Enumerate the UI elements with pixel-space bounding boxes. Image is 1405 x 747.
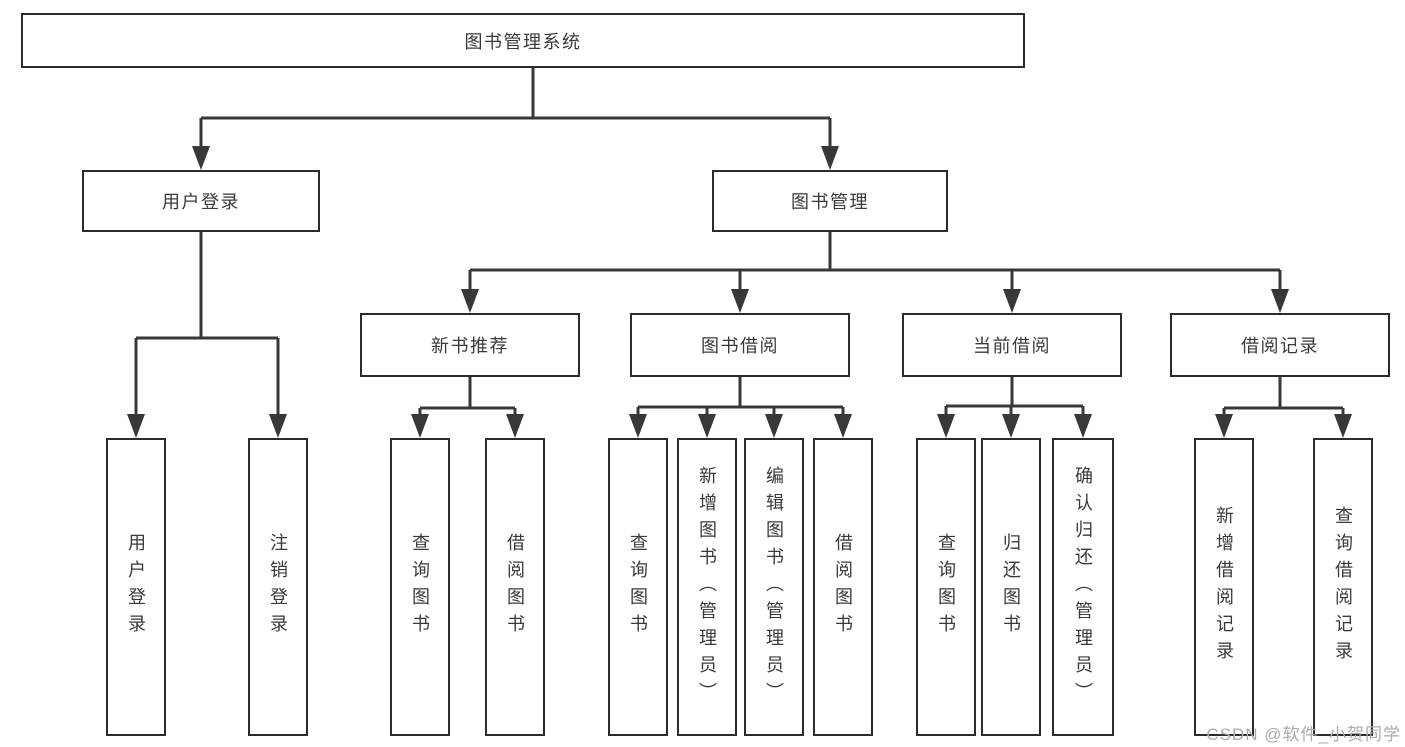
arrowheads xyxy=(127,146,1352,438)
leaf-newbook-query-books: 查询图书 xyxy=(390,438,450,736)
arrowhead-icon xyxy=(1271,289,1289,313)
leaf-borrowing-add-books-admin: 新增图书（管理员） xyxy=(677,438,737,736)
arrowhead-icon xyxy=(506,414,524,438)
arrowhead-icon xyxy=(269,414,287,438)
arrowhead-icon xyxy=(629,414,647,438)
leaf-records-add-borrow-record-label: 新增借阅记录 xyxy=(1214,506,1234,668)
leaf-newbook-borrow-books: 借阅图书 xyxy=(485,438,545,736)
arrowhead-icon xyxy=(1003,289,1021,313)
arrowhead-icon xyxy=(698,414,716,438)
leaf-borrowing-edit-books-admin: 编辑图书（管理员） xyxy=(744,438,804,736)
leaf-borrowing-edit-books-admin-label: 编辑图书（管理员） xyxy=(764,465,784,709)
edge-book-mgmt-split xyxy=(468,232,1282,292)
leaf-user-login: 用户登录 xyxy=(106,438,166,736)
edge-new-book-split xyxy=(418,377,517,417)
leaf-borrowing-query-books: 查询图书 xyxy=(608,438,668,736)
node-book-management: 图书管理 xyxy=(712,170,948,232)
arrowhead-icon xyxy=(834,414,852,438)
edge-user-login-split xyxy=(134,232,280,417)
arrowhead-icon xyxy=(731,289,749,313)
leaf-newbook-borrow-books-label: 借阅图书 xyxy=(505,533,525,641)
connector-paths xyxy=(134,68,1345,417)
leaf-current-return-books: 归还图书 xyxy=(981,438,1041,736)
leaf-borrowing-borrow-books: 借阅图书 xyxy=(813,438,873,736)
leaf-current-confirm-return-admin: 确认归还（管理员） xyxy=(1052,438,1114,736)
leaf-records-add-borrow-record: 新增借阅记录 xyxy=(1194,438,1254,736)
node-root-label: 图书管理系统 xyxy=(464,31,582,52)
leaf-user-login-label: 用户登录 xyxy=(126,533,146,641)
edge-root-split xyxy=(199,68,832,150)
node-current-borrowing: 当前借阅 xyxy=(902,313,1122,377)
leaf-logout: 注销登录 xyxy=(248,438,308,736)
node-user-login-label: 用户登录 xyxy=(162,192,240,212)
node-book-borrowing: 图书借阅 xyxy=(630,313,850,377)
leaf-current-query-books: 查询图书 xyxy=(916,438,976,736)
node-borrow-records-label: 借阅记录 xyxy=(1241,336,1319,356)
leaf-newbook-query-books-label: 查询图书 xyxy=(410,533,430,641)
arrowhead-icon xyxy=(127,414,145,438)
node-borrow-records: 借阅记录 xyxy=(1170,313,1390,377)
arrowhead-icon xyxy=(461,289,479,313)
leaf-borrowing-borrow-books-label: 借阅图书 xyxy=(833,533,853,641)
leaf-records-query-borrow-record-label: 查询借阅记录 xyxy=(1333,506,1353,668)
arrowhead-icon xyxy=(1074,414,1092,438)
arrowhead-icon xyxy=(765,414,783,438)
node-book-management-label: 图书管理 xyxy=(791,192,869,212)
leaf-borrowing-add-books-admin-label: 新增图书（管理员） xyxy=(697,465,717,709)
leaf-records-query-borrow-record: 查询借阅记录 xyxy=(1313,438,1373,736)
csdn-watermark: CSDN @软件_小贺同学 xyxy=(1206,725,1401,744)
leaf-borrowing-query-books-label: 查询图书 xyxy=(628,533,648,641)
edge-borrow-record-split xyxy=(1222,377,1345,417)
node-new-book-recommend: 新书推荐 xyxy=(360,313,580,377)
edge-current-borrow-split xyxy=(944,377,1085,417)
leaf-logout-label: 注销登录 xyxy=(268,533,288,641)
arrowhead-icon xyxy=(1002,414,1020,438)
arrowhead-icon xyxy=(821,146,839,170)
leaf-current-query-books-label: 查询图书 xyxy=(936,533,956,641)
node-new-book-recommend-label: 新书推荐 xyxy=(431,336,509,356)
edge-book-borrow-split xyxy=(636,377,845,417)
node-user-login: 用户登录 xyxy=(82,170,320,232)
node-root: 图书管理系统 xyxy=(21,13,1025,68)
arrowhead-icon xyxy=(1334,414,1352,438)
node-current-borrowing-label: 当前借阅 xyxy=(973,336,1051,356)
arrowhead-icon xyxy=(192,146,210,170)
arrowhead-icon xyxy=(411,414,429,438)
arrowhead-icon xyxy=(1215,414,1233,438)
leaf-current-confirm-return-admin-label: 确认归还（管理员） xyxy=(1073,465,1093,709)
node-book-borrowing-label: 图书借阅 xyxy=(701,336,779,356)
leaf-current-return-books-label: 归还图书 xyxy=(1001,533,1021,641)
arrowhead-icon xyxy=(937,414,955,438)
